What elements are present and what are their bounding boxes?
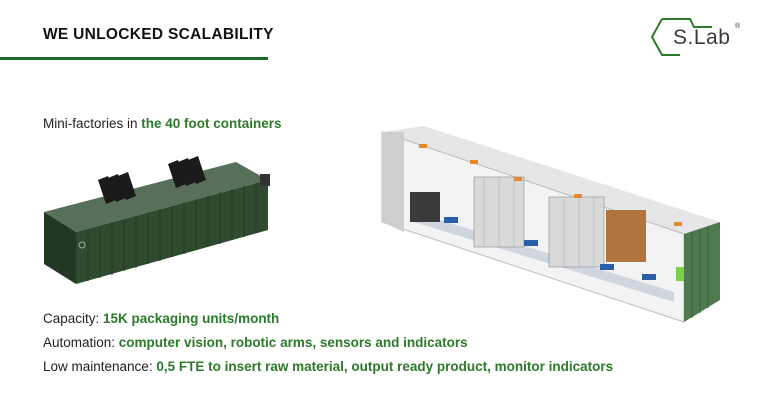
container-cutaway-image [381, 126, 720, 323]
intro-highlight: the 40 foot containers [141, 116, 282, 131]
automation-value: computer vision, robotic arms, sensors a… [118, 335, 468, 350]
capacity-label: Capacity: [43, 311, 104, 326]
maintenance-label: Low maintenance: [43, 359, 157, 374]
logo-registered-mark: ® [735, 23, 741, 30]
automation-label: Automation: [43, 335, 119, 350]
logo-text: S.Lab [673, 26, 731, 49]
maintenance-value: 0,5 FTE to insert raw material, output r… [156, 359, 614, 374]
title-underline [0, 57, 268, 60]
capacity-value: 15K packaging units/month [103, 311, 280, 326]
container-exterior-image [44, 156, 270, 284]
capacity-line: Capacity: 15K packaging units/month [43, 311, 279, 326]
maintenance-line: Low maintenance: 0,5 FTE to insert raw m… [43, 359, 613, 374]
intro-prefix: Mini-factories in [43, 116, 142, 131]
slab-logo-icon [650, 18, 712, 56]
page-title: WE UNLOCKED SCALABILITY [43, 26, 274, 43]
automation-line: Automation: computer vision, robotic arm… [43, 335, 468, 350]
intro-text: Mini-factories in the 40 foot containers [43, 116, 282, 131]
